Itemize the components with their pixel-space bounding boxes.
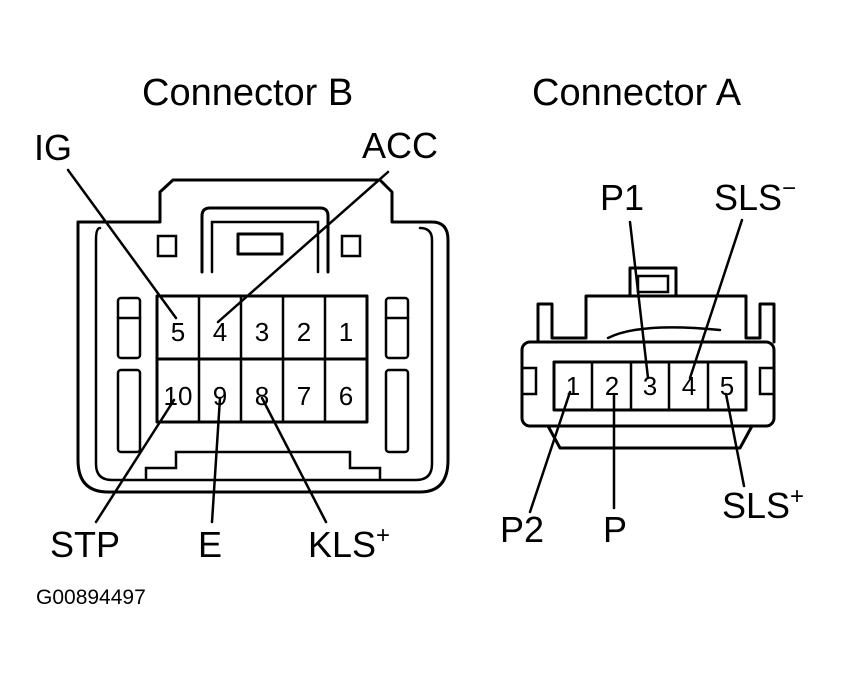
connector-a-pin-4: 4 (682, 371, 696, 401)
connector-b-pin-1: 1 (339, 317, 353, 347)
connector-a-title: Connector A (532, 72, 742, 114)
connector-b-label-kls: KLS+ (308, 522, 390, 565)
connector-b-pin-2: 2 (297, 317, 311, 347)
connector-b-pin-10: 10 (164, 381, 193, 411)
connector-a-label-p: P (603, 509, 627, 550)
connector-b-title: Connector B (142, 72, 353, 114)
connector-b-label-ig: IG (34, 127, 72, 168)
connector-b-label-e: E (198, 524, 222, 565)
figure-code: G00894497 (36, 586, 146, 609)
connector-b-pin-9: 9 (213, 381, 227, 411)
connector-b-label-stp: STP (50, 524, 120, 565)
connector-a-label-p2: P2 (500, 509, 544, 550)
connector-a-pin-5: 5 (720, 371, 734, 401)
connector-b-pin-3: 3 (255, 317, 269, 347)
connector-b-leader-lines (66, 168, 390, 524)
connector-a-leader-lines (528, 218, 746, 514)
connector-b-pin-6: 6 (339, 381, 353, 411)
connector-b-pin-5: 5 (171, 317, 185, 347)
connector-a-pin-2: 2 (605, 371, 619, 401)
connector-b-pin-7: 7 (297, 381, 311, 411)
connector-b-housing (76, 178, 450, 494)
connector-a-pin-3: 3 (643, 371, 657, 401)
connector-a-label-p1: P1 (600, 177, 644, 218)
connector-b-pin-4: 4 (213, 317, 227, 347)
connector-a-label-sls-plus: SLS+ (722, 483, 804, 526)
connector-a-label-sls-minus: SLS− (714, 175, 796, 218)
connector-b-label-acc: ACC (362, 125, 438, 166)
